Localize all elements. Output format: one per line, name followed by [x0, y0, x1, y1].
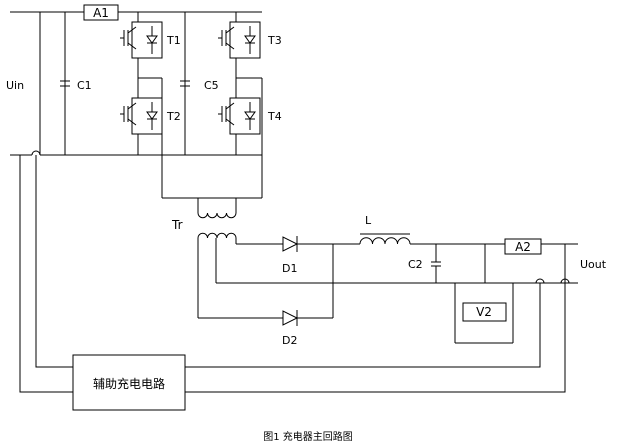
diode-d1	[282, 236, 333, 252]
igbt-t2	[120, 97, 163, 135]
figure-caption: 图1 充电器主回路图	[263, 430, 353, 443]
v2-label: V2	[476, 305, 492, 319]
c5-label: C5	[204, 79, 219, 92]
diode-d2	[282, 244, 334, 326]
auxiliary-wiring	[14, 150, 570, 393]
t4-label: T4	[267, 110, 282, 123]
transformer-tr	[162, 197, 283, 319]
a2-label: A2	[515, 240, 531, 254]
igbt-t3	[218, 21, 261, 59]
igbt-t4	[218, 97, 261, 135]
capacitor-c2	[431, 244, 441, 283]
uin-label: Uin	[6, 79, 24, 92]
l-label: L	[365, 214, 372, 227]
auxiliary-charging-circuit: 辅助充电电路	[72, 354, 186, 411]
t3-label: T3	[267, 34, 282, 47]
capacitor-c1	[60, 80, 70, 87]
t2-label: T2	[166, 110, 181, 123]
ammeter-a1: A1	[83, 4, 119, 21]
leg-right	[235, 12, 263, 198]
igbt-t1	[120, 21, 163, 59]
aux-label: 辅助充电电路	[93, 376, 165, 391]
ammeter-a2: A2	[484, 238, 578, 283]
a1-label: A1	[93, 6, 109, 20]
t1-label: T1	[166, 34, 181, 47]
tr-label: Tr	[171, 218, 183, 232]
d2-label: D2	[282, 334, 297, 347]
uout-label: Uout	[580, 258, 607, 271]
capacitor-c5	[180, 12, 190, 155]
c1-label: C1	[77, 79, 92, 92]
voltmeter-v2: V2	[454, 283, 514, 344]
inductor-l	[333, 233, 485, 245]
d1-label: D1	[282, 262, 297, 275]
input-bus	[10, 11, 262, 156]
c2-label: C2	[408, 258, 423, 271]
